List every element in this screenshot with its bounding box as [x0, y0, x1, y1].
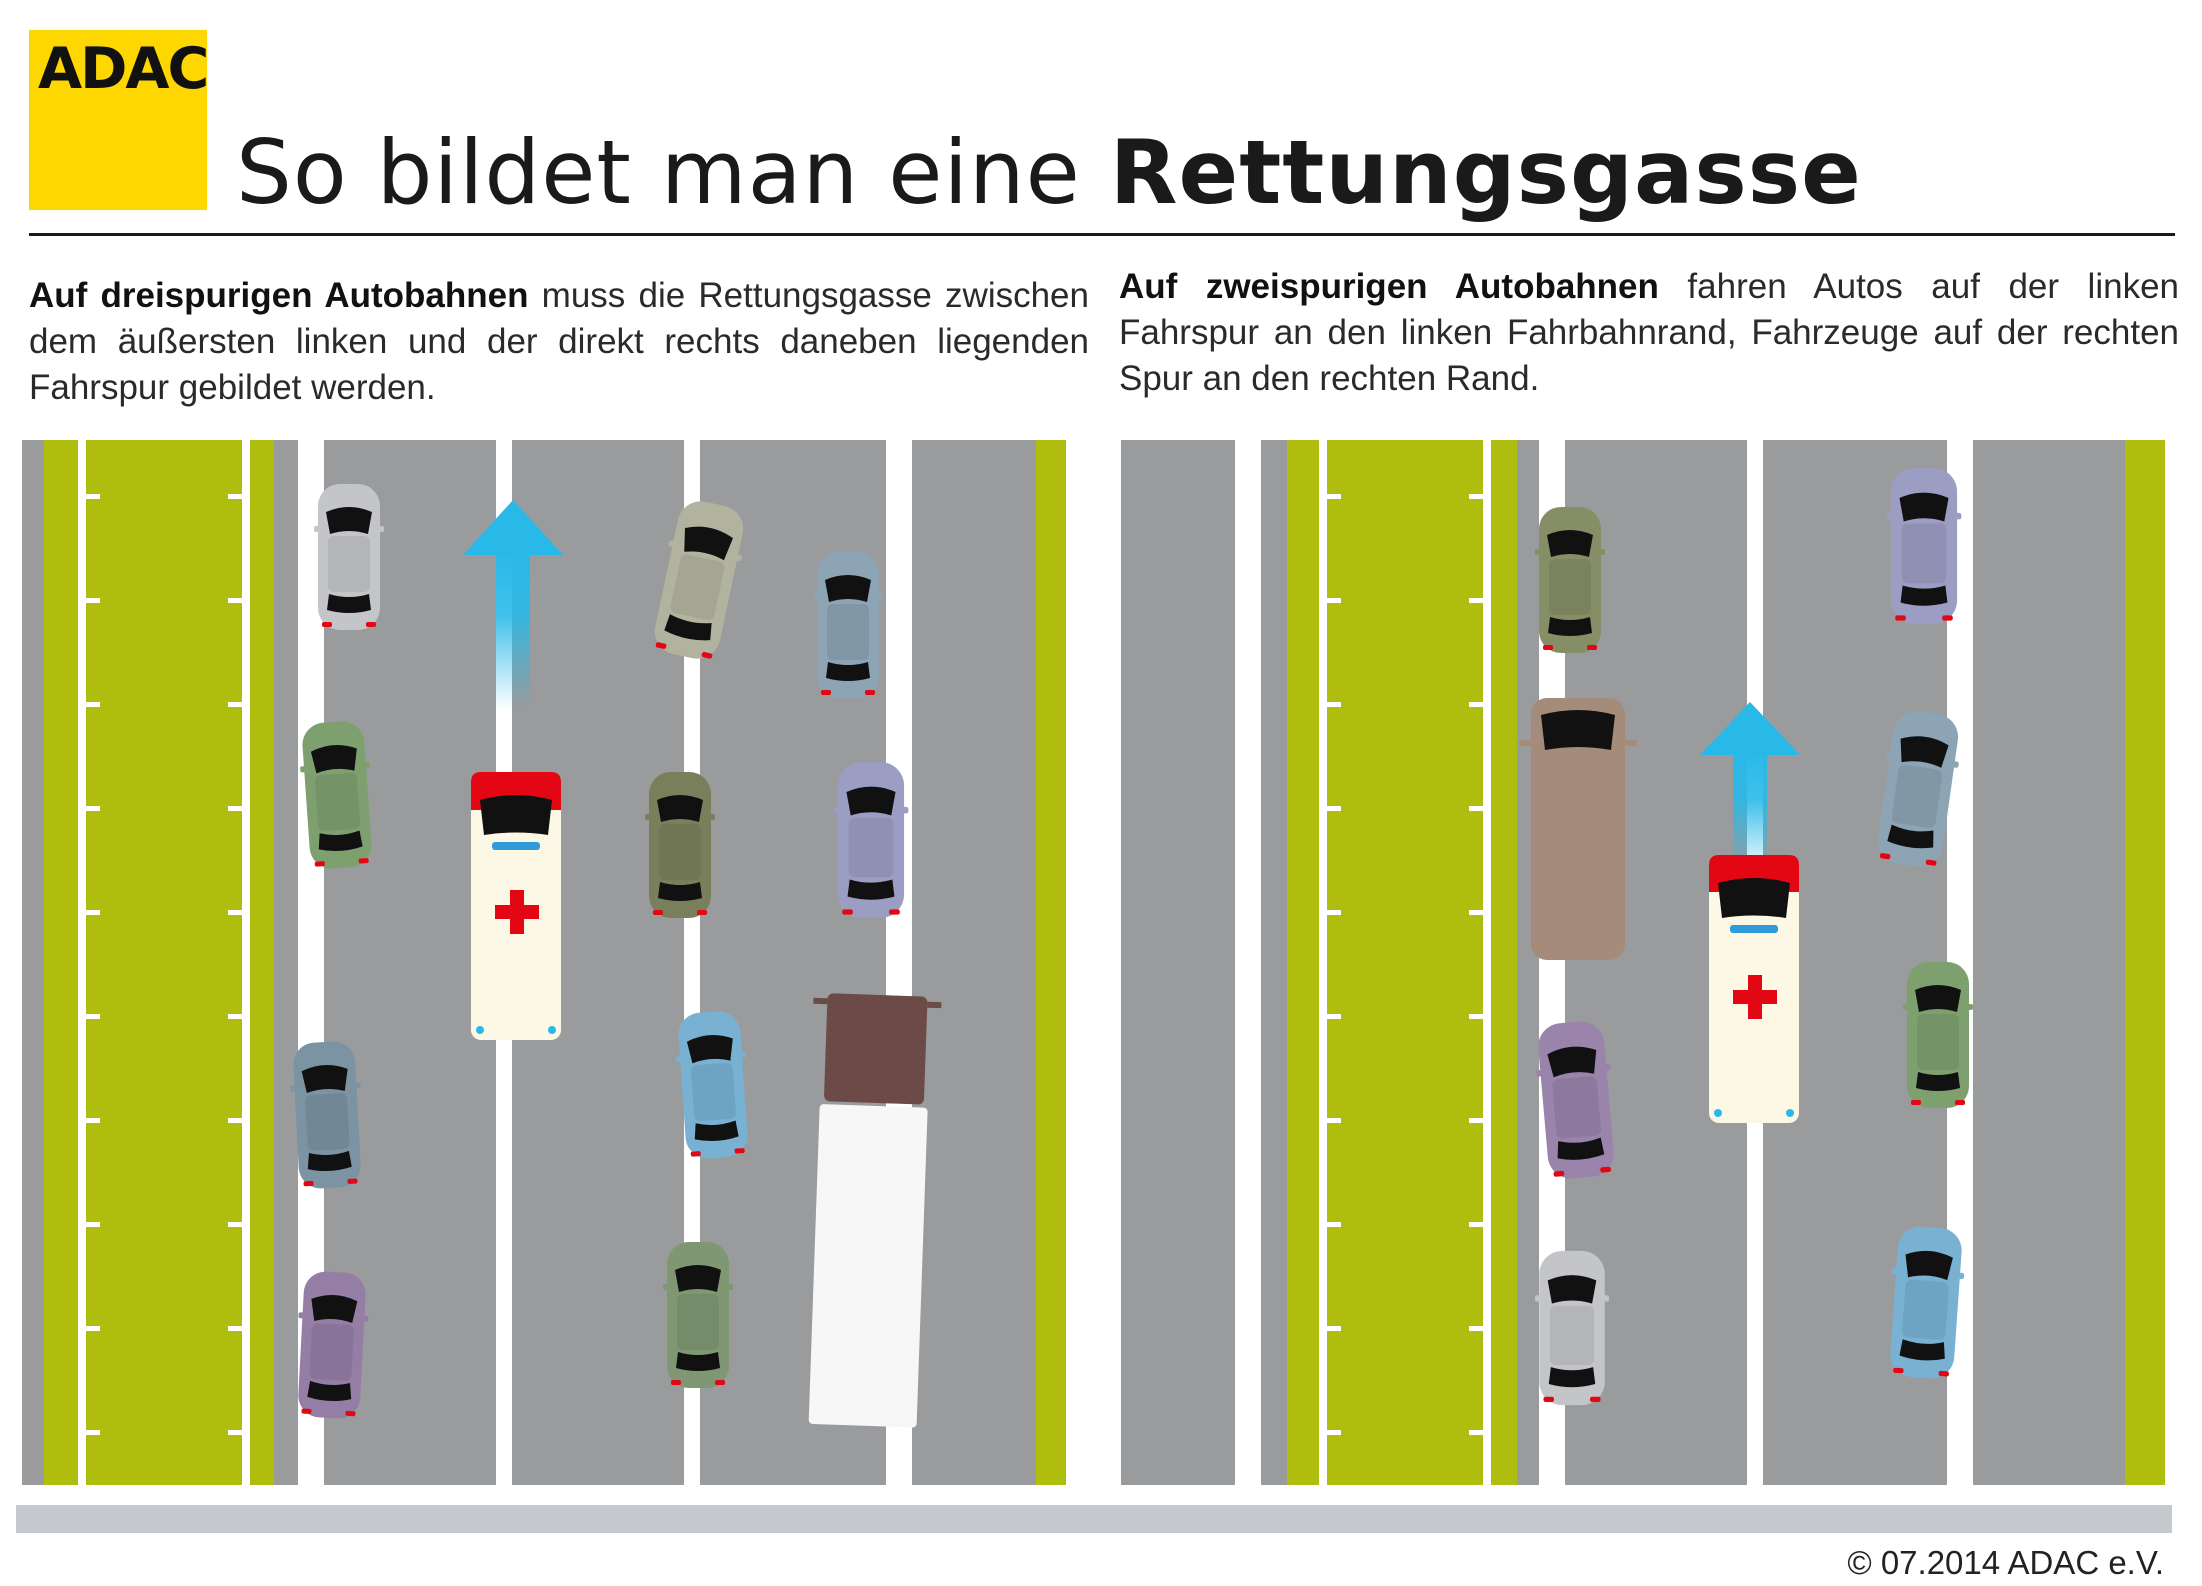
- guardrail: [1319, 440, 1327, 1485]
- title-divider: [29, 233, 2175, 236]
- right-panel-description: Auf zweispurigen Autobahnen fahren Autos…: [1119, 264, 2179, 402]
- car-icon: [293, 1270, 371, 1420]
- direction-arrow-icon: [463, 500, 563, 710]
- title-bold: Rettungsgasse: [1109, 121, 1862, 224]
- red-cross-icon: [495, 890, 539, 934]
- three-lane-scene: [22, 440, 1066, 1485]
- truck-icon: [808, 993, 942, 1428]
- red-cross-icon: [1733, 975, 1777, 1019]
- adac-logo-text: ADAC: [38, 36, 209, 102]
- car-icon: [1535, 1250, 1609, 1406]
- car-icon: [1903, 962, 1973, 1108]
- car-icon: [645, 772, 715, 918]
- left-panel-text: muss die Rettungsgasse zwischen dem äuße…: [29, 276, 1089, 407]
- van-icon: [1519, 698, 1637, 960]
- road-surface: [1121, 440, 2165, 1485]
- car-icon: [1535, 507, 1605, 653]
- copyright: © 07.2014 ADAC e.V.: [1847, 1544, 2164, 1581]
- guardrail: [78, 440, 86, 1485]
- lane-edge-line: [1235, 440, 1261, 1485]
- two-lane-scene: [1121, 440, 2165, 1485]
- guardrail: [242, 440, 250, 1485]
- bottom-bar: [16, 1505, 2172, 1533]
- car-icon: [833, 762, 909, 918]
- car-icon: [1886, 468, 1962, 624]
- right-verge: [2125, 440, 2165, 1485]
- direction-arrow-icon: [1700, 702, 1800, 875]
- page-title: So bildet man eine Rettungsgasse: [236, 118, 1862, 228]
- left-panel-bold: Auf dreispurigen Autobahnen: [29, 276, 529, 315]
- ambulance-icon: [471, 772, 561, 1040]
- lane-line: [684, 440, 700, 1485]
- ambulance-icon: [1709, 855, 1799, 1123]
- right-panel-text: fahren Autos auf der linken Fahrspur an …: [1119, 267, 2179, 398]
- title-light: So bildet man eine: [236, 121, 1110, 224]
- adac-logo: ADAC: [29, 30, 209, 210]
- right-panel-bold: Auf zweispurigen Autobahnen: [1119, 267, 1659, 306]
- right-verge: [1036, 440, 1066, 1485]
- car-icon: [663, 1242, 733, 1388]
- car-icon: [288, 1040, 366, 1190]
- car-icon: [813, 552, 883, 698]
- car-icon: [314, 484, 384, 630]
- guardrail: [1483, 440, 1491, 1485]
- left-panel-description: Auf dreispurigen Autobahnen muss die Ret…: [29, 273, 1089, 411]
